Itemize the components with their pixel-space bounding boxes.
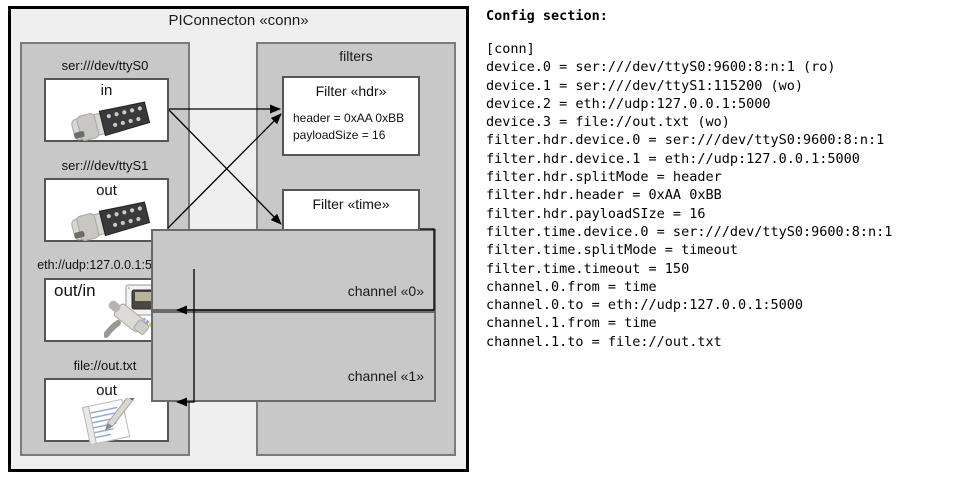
- architecture-diagram: PIConnecton «conn» filters ser:///dev/tt…: [0, 0, 478, 484]
- device-box-ttys0[interactable]: in: [44, 78, 169, 142]
- config-heading: Config section:: [486, 8, 608, 24]
- config-line: device.2 = eth://udp:127.0.0.1:5000: [486, 95, 771, 112]
- device-label-ttys0: ser:///dev/ttyS0: [61, 58, 149, 73]
- device-direction-ttys1: out: [96, 182, 117, 199]
- config-line: [conn]: [486, 41, 535, 57]
- device-label-ttys1: ser:///dev/ttyS1: [61, 158, 149, 173]
- serial-connector-icon: [71, 101, 151, 142]
- config-line: filter.time.device.0 = ser:///dev/ttyS0:…: [486, 223, 893, 240]
- config-line: filter.hdr.splitMode = header: [486, 169, 722, 186]
- config-line: filter.hdr.device.1 = eth://udp:127.0.0.…: [486, 150, 860, 167]
- text-file-icon: [82, 398, 136, 444]
- config-line: filter.hdr.header = 0xAA 0xBB: [486, 187, 722, 204]
- config-line: channel.1.from = time: [486, 315, 657, 332]
- device-label-file: file://out.txt: [73, 358, 137, 373]
- filter-attr-header: header = 0xAA 0xBB: [293, 111, 405, 125]
- device-box-ttys1[interactable]: out: [44, 178, 169, 242]
- channel-label-1: channel «1»: [347, 368, 424, 384]
- channel-label-0: channel «0»: [347, 283, 424, 299]
- config-line: filter.hdr.payloadSIze = 16: [486, 205, 706, 222]
- config-line: device.1 = ser:///dev/ttyS1:115200 (wo): [486, 77, 803, 94]
- config-line: filter.time.splitMode = timeout: [486, 242, 738, 259]
- config-line: filter.hdr.device.0 = ser:///dev/ttyS0:9…: [486, 132, 885, 149]
- config-text-block: [conn] device.0 = ser:///dev/ttyS0:9600:8…: [486, 40, 892, 351]
- serial-connector-icon: [71, 201, 151, 242]
- config-panel: Config section: [conn] device.0 = ser:///…: [482, 0, 964, 484]
- device-box-file[interactable]: out: [44, 378, 169, 444]
- arrow-channel1-to-file: [176, 269, 195, 407]
- connector-arrows: [167, 104, 435, 407]
- config-line: channel.1.to = file://out.txt: [486, 333, 722, 350]
- device-label-eth: eth://udp:127.0.0.1:5000: [37, 258, 173, 272]
- diagram-title: PIConnecton «conn»: [168, 12, 309, 29]
- arrow-eth-to-hdr: [167, 113, 282, 229]
- config-line: channel.0.from = time: [486, 278, 657, 295]
- device-direction-file: out: [96, 382, 117, 399]
- config-line: device.3 = file://out.txt (wo): [486, 114, 730, 131]
- filter-title-hdr: Filter «hdr»: [315, 83, 387, 99]
- filter-box-hdr[interactable]: Filter «hdr» header = 0xAA 0xBB payloadS…: [282, 76, 420, 156]
- device-direction-eth: out/in: [54, 281, 96, 300]
- config-line: filter.time.timeout = 150: [486, 260, 690, 277]
- channel-box-1: channel «1»: [151, 311, 436, 402]
- filter-attr-payloadsize: payloadSize = 16: [293, 128, 386, 142]
- arrow-channel0-to-eth: [176, 228, 435, 315]
- config-line: device.0 = ser:///dev/ttyS0:9600:8:n:1 (…: [486, 59, 836, 76]
- arrow-ttys0-to-time: [168, 109, 282, 225]
- filter-title-time: Filter «time»: [312, 196, 390, 212]
- device-direction-ttys0: in: [100, 82, 113, 99]
- filters-group-title: filters: [339, 48, 373, 64]
- config-line: channel.0.to = eth://udp:127.0.0.1:5000: [486, 297, 803, 314]
- channel-box-0: channel «0»: [151, 229, 436, 311]
